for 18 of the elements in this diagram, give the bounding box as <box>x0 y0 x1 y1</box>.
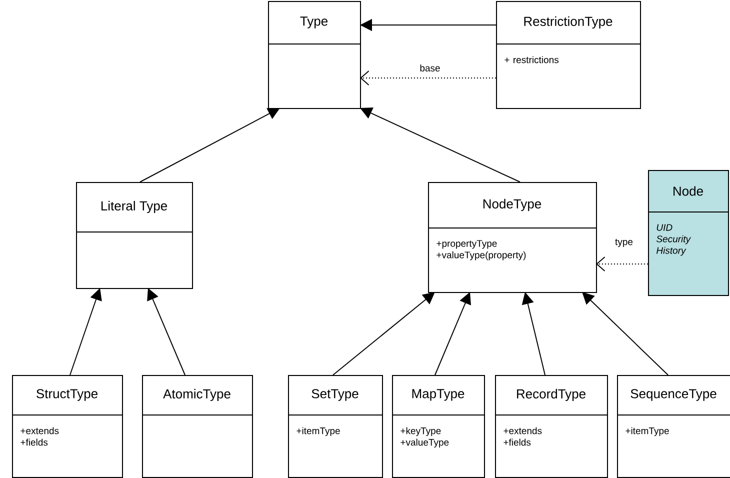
arrow <box>332 292 435 376</box>
class-box: RestrictionType + restrictions <box>496 1 641 109</box>
class-box: StructType +extends +fields <box>12 375 123 478</box>
class-box: Literal Type <box>76 182 193 289</box>
class-box: Node UID Security History <box>648 170 729 296</box>
class-box: MapType +keyType +valueType <box>392 375 485 478</box>
class-box: SetType +itemType <box>288 375 383 478</box>
arrow <box>596 256 648 272</box>
edge-label: base <box>418 64 442 72</box>
arrow <box>360 70 496 86</box>
class-box: Type <box>268 1 361 109</box>
class-box: SequenceType +itemType <box>616 375 730 478</box>
arrow <box>582 292 668 376</box>
edge-label: type <box>614 238 634 248</box>
arrow <box>140 108 280 182</box>
class-box: NodeType +propertyType +valueType(property) <box>428 182 597 293</box>
class-box: AtomicType <box>142 375 253 478</box>
class-box: RecordType +extends +fields <box>494 375 608 478</box>
